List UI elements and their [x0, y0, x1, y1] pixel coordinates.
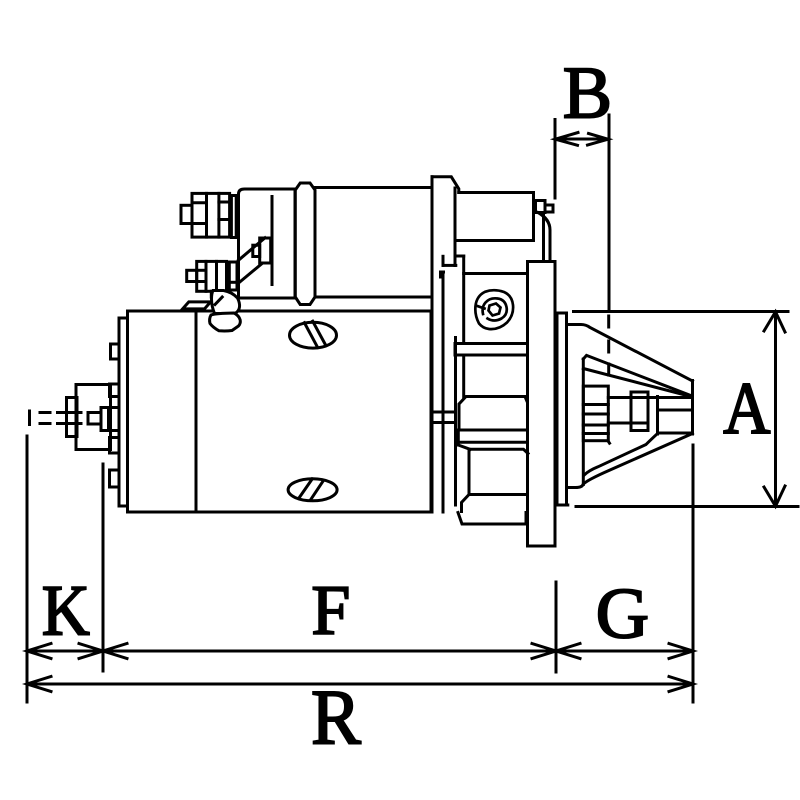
svg-text:F: F — [311, 571, 350, 650]
svg-text:G: G — [596, 573, 649, 653]
svg-text:K: K — [42, 570, 90, 650]
svg-text:A: A — [723, 368, 771, 450]
svg-text:B: B — [563, 52, 612, 134]
svg-text:R: R — [311, 674, 361, 761]
